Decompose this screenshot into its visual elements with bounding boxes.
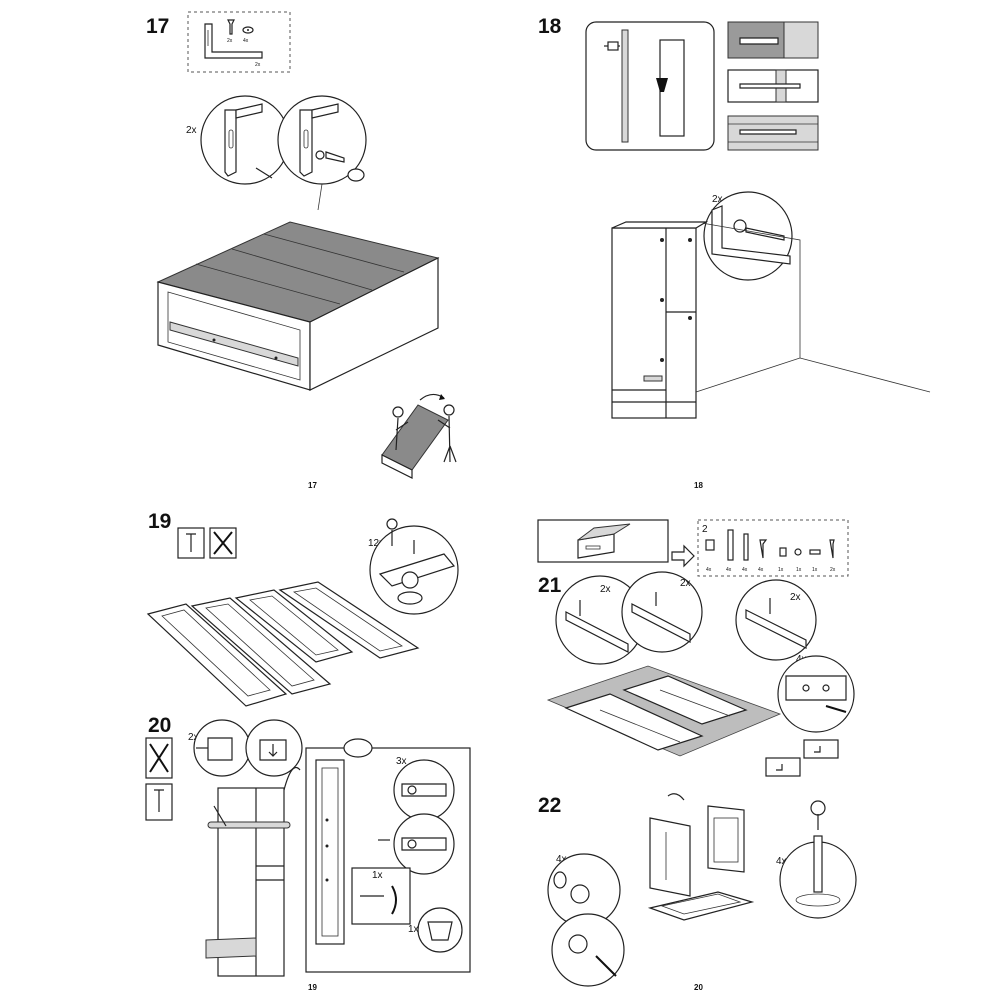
callout-qty-c: 2x: [790, 592, 801, 603]
cam-qty: 4x: [556, 854, 567, 865]
step-22: 22 4x 4x 20: [538, 793, 857, 992]
bag-qty-6: 1x: [796, 567, 802, 573]
bolt-icon: [743, 533, 749, 561]
step-20: 20 2x 4x 3x: [145, 714, 471, 992]
washer-icon: [315, 150, 325, 160]
step-17-parts-box: [187, 11, 291, 73]
step-21-number: 21: [538, 574, 562, 597]
handle-icon: [809, 549, 821, 555]
wall-anchor-info-box: [585, 21, 715, 151]
foot-icon: [427, 921, 453, 941]
bolt-qty: 4x: [776, 856, 787, 867]
dowel-icon: [727, 529, 734, 561]
screw-icon: [607, 41, 619, 51]
page-number-17: 17: [308, 481, 317, 490]
screwdriver-tip-icon: [810, 800, 826, 816]
step-21: 2 4x 4x 4x 4x 1x 1x 1x 2x 21 2x 2x 2x: [537, 519, 855, 777]
drawer-icon: [577, 523, 631, 559]
step-17: 17 2x 4x 2x 2x: [146, 11, 457, 490]
parts-qty-bracket: 2x: [255, 62, 261, 68]
lock-icon: [656, 78, 668, 92]
parts-bag-number: 2: [702, 524, 708, 535]
bag-qty-7: 1x: [812, 567, 818, 573]
callout-qty-a: 2x: [600, 584, 611, 595]
detail-circle-rail-c: [735, 579, 817, 661]
angle-bracket-icon: [204, 23, 263, 59]
step-18-number: 18: [538, 15, 562, 38]
bracket-screw-detail-icon: [299, 103, 365, 182]
page-number-19: 19: [308, 983, 317, 992]
bag-qty-8: 2x: [830, 567, 836, 573]
door-panel: [315, 759, 345, 945]
step-18: 18 2x: [538, 15, 931, 490]
bracket-detail-icon: [224, 103, 273, 179]
screwdriver-icon: [255, 167, 273, 179]
screw-icon: [325, 151, 345, 163]
clip-icon: [779, 547, 787, 557]
arrow-icon: [283, 766, 301, 791]
clothes-rail-icon: [207, 821, 291, 829]
step-18-callout-qty: 2x: [712, 194, 723, 205]
bolt-icon: [813, 835, 823, 893]
step-17-number: 17: [146, 15, 169, 38]
screw-icon: [759, 539, 768, 559]
page-number-20: 20: [694, 983, 703, 992]
washer-icon: [242, 26, 254, 34]
step-20-number: 20: [148, 714, 171, 737]
clip-icon: [207, 737, 233, 761]
wall-fixing-diagram: [604, 29, 685, 143]
bag-qty-1: 4x: [706, 567, 712, 573]
step-21-parts-box: [697, 519, 849, 577]
bag-qty-4: 4x: [758, 567, 764, 573]
handle-icon: [391, 885, 397, 915]
drawer-panels-on-rug: [546, 665, 782, 757]
dowel-icon: [825, 705, 847, 713]
screw-icon: [227, 19, 235, 35]
cam-lock-icon: [568, 934, 588, 954]
step-19: 19 12x: [146, 510, 459, 707]
wall-type-hollow-icon: [727, 69, 819, 103]
foot-qty: 1x: [408, 924, 419, 935]
door-panels-flat: [146, 581, 420, 707]
wardrobe-interior: [205, 787, 291, 977]
arrow-down-icon: [268, 744, 278, 757]
cam-lock-icon: [570, 884, 590, 904]
hinge-detail-icon: [378, 518, 456, 605]
step-17-callout-qty: 2x: [186, 125, 197, 136]
people-lifting-icon: [381, 393, 457, 479]
screwdriver-tip-icon: [386, 518, 398, 530]
wall-type-concrete-icon: [727, 21, 819, 59]
step-19-number: 19: [148, 510, 171, 533]
wall-type-wood-icon: [727, 115, 819, 151]
parts-qty-screw: 2x: [227, 38, 233, 44]
hand-icon: [667, 793, 685, 801]
handle-qty: 1x: [372, 870, 383, 881]
wardrobe-carcass-flat: [156, 221, 440, 391]
screwdriver-icon: [595, 955, 617, 977]
knob-icon: [794, 548, 802, 556]
parts-row: [705, 529, 835, 561]
step-20-callout-qty: 2x: [188, 732, 199, 743]
corner-detail-box-2: [765, 757, 801, 777]
parts-qty-washer: 4x: [243, 38, 249, 44]
bag-qty-5: 1x: [778, 567, 784, 573]
hinge-qty: 3x: [396, 756, 407, 767]
bag-qty-2: 4x: [726, 567, 732, 573]
arrow-right-icon: [671, 544, 695, 568]
page-number-18: 18: [694, 481, 703, 490]
callout-qty-b: 2x: [680, 578, 691, 589]
bag-qty-3: 4x: [742, 567, 748, 573]
screw-icon: [829, 539, 835, 559]
corner-detail-box: [803, 739, 839, 759]
drawer-assembly: [647, 793, 755, 921]
wardrobe-against-wall: [611, 221, 931, 419]
step-22-number: 22: [538, 794, 561, 817]
cam-lock-icon: [705, 539, 715, 551]
detail-circle-cam-turn: [551, 913, 625, 987]
step-19-callout-qty: 12x: [368, 538, 384, 549]
